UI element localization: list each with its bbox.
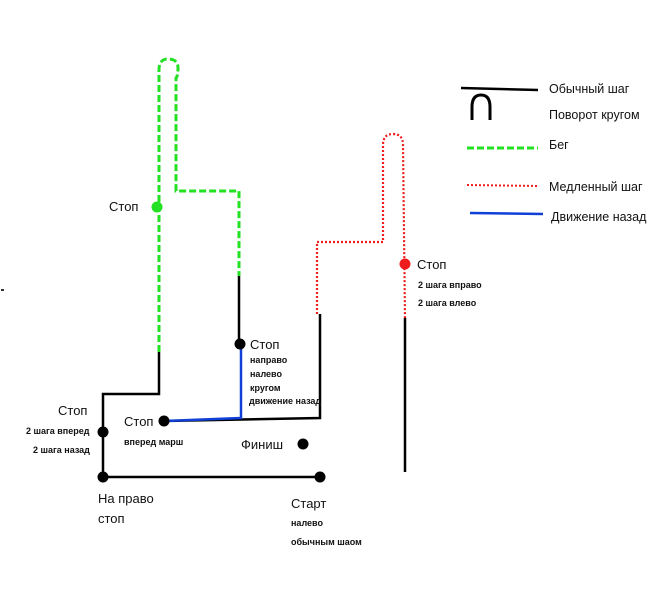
label-start-2: обычным шаом (291, 537, 362, 547)
legend-normal-line (460, 86, 539, 92)
point-stop-green (151, 201, 163, 213)
label-stop-left-1: 2 шага вперед (26, 426, 90, 436)
label-stop-mid: Стоп (250, 337, 279, 352)
legend-slow-label: Медленный шаг (549, 180, 643, 194)
point-finish (297, 438, 309, 450)
legend-back-label: Движение назад (551, 210, 647, 224)
route-run (157, 57, 241, 352)
legend-slow-line (466, 184, 539, 187)
legend: Обычный шаг Поворот кругом Бег Медленный… (460, 82, 647, 224)
point-stop-march (158, 415, 170, 427)
legend-turn-icon (470, 93, 492, 120)
label-stop-march-1: вперед марш (124, 437, 183, 447)
label-stop-red: Стоп (417, 257, 446, 272)
point-stop-left (97, 426, 109, 438)
label-stop-mid-4: движение назад (249, 396, 321, 406)
label-stop-red-2: 2 шага влево (418, 298, 477, 308)
point-stop-mid (234, 338, 246, 350)
point-start (314, 471, 326, 483)
legend-run-label: Бег (549, 138, 569, 152)
legend-normal-label: Обычный шаг (549, 82, 630, 96)
label-stop-left-2: 2 шага назад (33, 445, 90, 455)
route-slow (315, 132, 407, 319)
label-stop-red-1: 2 шага вправо (418, 280, 482, 290)
legend-back-line (469, 211, 544, 216)
label-stop-mid-2: налево (250, 369, 282, 379)
point-stop-red (399, 258, 411, 270)
label-stop-left: Стоп (58, 403, 87, 418)
label-finish: Финиш (241, 437, 283, 452)
label-turn-right-1: На право (98, 491, 154, 506)
path-run (157, 57, 241, 352)
path-slow (315, 132, 407, 319)
label-stop-green: Стоп (109, 199, 138, 214)
label-stop-mid-1: направо (250, 355, 288, 365)
path-back (163, 344, 243, 423)
label-turn-right-2: стоп (98, 511, 125, 526)
label-stop-mid-3: кругом (250, 383, 281, 393)
label-start: Старт (291, 496, 326, 511)
label-stop-march: Стоп (124, 414, 153, 429)
stray-mark (1, 289, 4, 291)
label-start-1: налево (291, 518, 323, 528)
legend-turn-label: Поворот кругом (549, 108, 640, 122)
point-turn-right (97, 471, 109, 483)
